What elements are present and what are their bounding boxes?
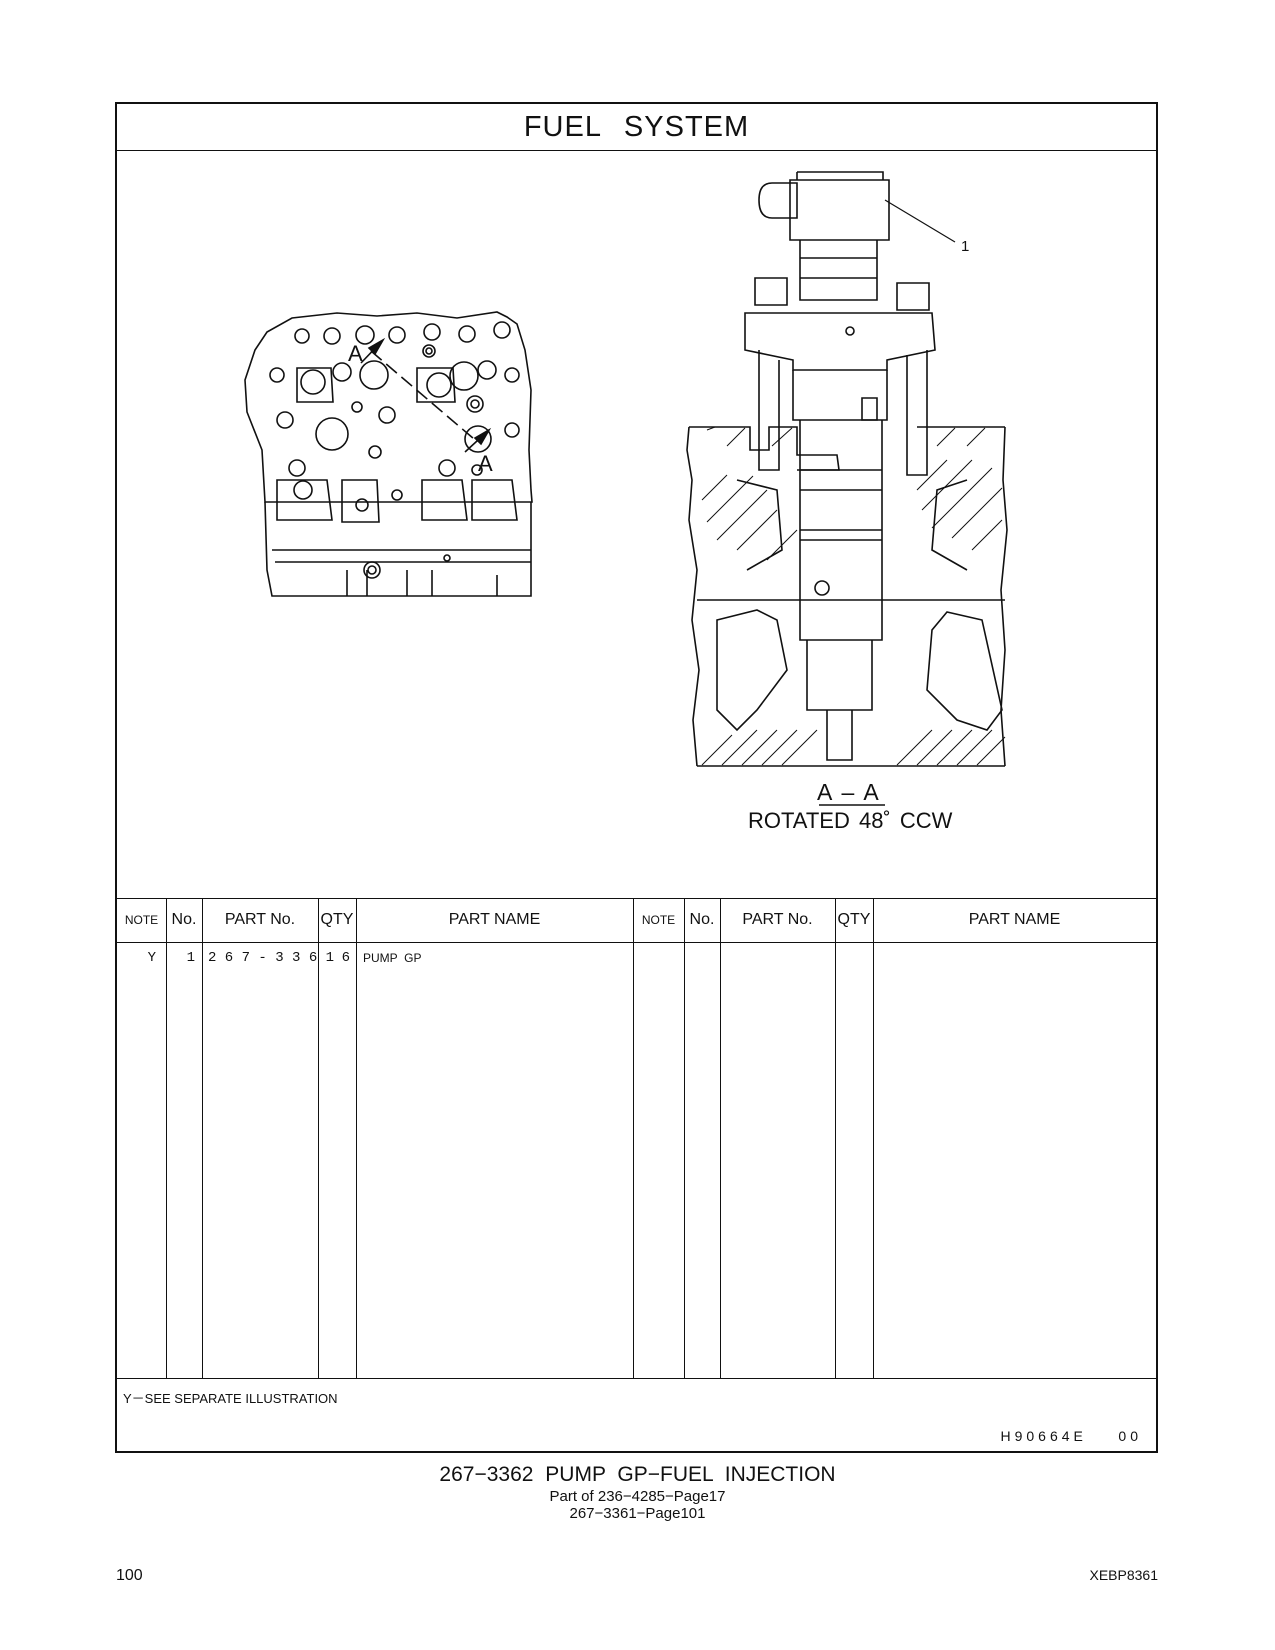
section-arrow-bottom	[473, 427, 492, 446]
header-note: NOTE	[124, 913, 159, 927]
illustration-area: A A 1 A – A ROTATED 48˚ CCW	[117, 150, 1156, 899]
cylinder-head-outline	[244, 311, 533, 503]
header-no: No.	[171, 911, 197, 928]
hatching-upper	[701, 426, 1003, 561]
callout-leader-1	[884, 199, 956, 243]
page-number: 100	[116, 1567, 143, 1584]
hatching-lower	[701, 729, 1006, 766]
injector-nozzle	[806, 640, 873, 711]
section-arrow-top	[367, 337, 386, 356]
header-qty-2: QTY	[837, 911, 871, 928]
header-qty: QTY	[320, 911, 354, 928]
parts-illustration	[244, 171, 1008, 806]
header-note-2: NOTE	[641, 913, 676, 927]
row-note: Y	[147, 950, 156, 966]
header-part-no: PART No.	[224, 911, 296, 928]
head-section-left-edge	[686, 426, 700, 767]
caption-part-of: Part of 236−4285−Page17	[549, 1488, 726, 1505]
row-part-no: 2 6 7 - 3 3 6 1	[208, 950, 335, 966]
section-line-a-a	[370, 350, 475, 440]
section-marker-top: A	[348, 341, 363, 366]
footnote: Y－SEE SEPARATE ILLUSTRATION	[123, 1391, 338, 1406]
header-part-name: PART NAME	[448, 911, 541, 928]
cylinder-head-lower	[264, 501, 532, 597]
row-qty: 6	[341, 950, 350, 966]
caption-reference: 267−3361−Page101	[569, 1505, 706, 1522]
section-title: FUEL SYSTEM	[117, 104, 1156, 151]
injector-connector	[758, 182, 798, 219]
section-label: A – A	[817, 779, 881, 805]
rotation-note: ROTATED 48˚ CCW	[748, 808, 953, 833]
section-marker-bottom: A	[478, 451, 493, 476]
illustration-number: H90664E 00	[1000, 1428, 1142, 1444]
callout-number: 1	[961, 238, 970, 255]
row-no: 1	[186, 950, 195, 966]
caption-main: 267−3362 PUMP GP−FUEL INJECTION	[439, 1463, 836, 1486]
row-part-name: PUMP GP	[363, 951, 422, 965]
clamp-bolt-heads	[754, 277, 930, 311]
clamp-bolts	[758, 350, 928, 476]
header-part-name-2: PART NAME	[968, 911, 1061, 928]
header-part-no-2: PART No.	[742, 911, 813, 928]
injector-solenoid-cap	[789, 179, 890, 241]
header-no-2: No.	[689, 911, 715, 928]
parts-sheet-frame: FUEL SYSTEM	[115, 102, 1158, 1453]
injector-plan-1	[296, 367, 334, 403]
document-number: XEBP8361	[1089, 1567, 1159, 1583]
parts-table: NOTE No. PART No. QTY PART NAME NOTE No.…	[117, 898, 1156, 1378]
head-section-right-edge	[1000, 426, 1008, 767]
